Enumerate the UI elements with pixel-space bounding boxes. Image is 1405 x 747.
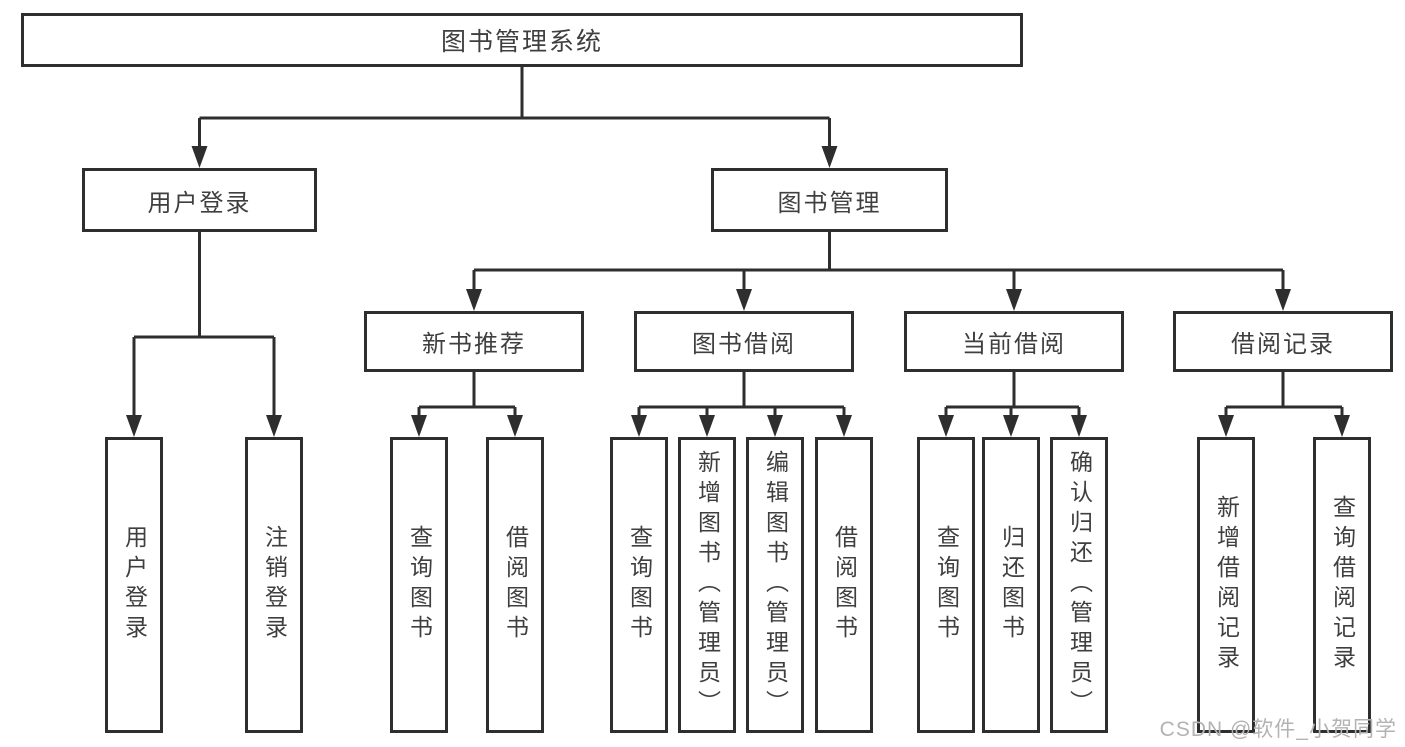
node-current-borrow: 当前借阅 (904, 311, 1124, 372)
leaf-confirm-return-admin: 确认归还（管理员） (1050, 437, 1108, 733)
leaf-logout: 注销登录 (245, 437, 303, 733)
arrow-down-icon (1003, 415, 1019, 437)
node-new-book-recommend: 新书推荐 (364, 311, 584, 372)
connector-user-login-branch (126, 232, 282, 437)
node-user-login-branch: 用户登录 (82, 168, 317, 232)
arrow-down-icon (1275, 289, 1291, 311)
connector-line (1224, 372, 1344, 419)
leaf-user-login: 用户登录 (105, 437, 163, 733)
leaf-add-books-admin-label: 新增图书（管理员） (694, 450, 721, 720)
leaf-query-borrow-record-label: 查询借阅记录 (1329, 495, 1356, 675)
arrow-down-icon (836, 415, 852, 437)
node-book-borrow-label: 图书借阅 (692, 331, 796, 358)
leaf-query-books-borrow-label: 查询图书 (626, 525, 653, 645)
connector-book-mgmt-to-level3 (466, 232, 1291, 311)
arrow-down-icon (1006, 289, 1022, 311)
leaf-logout-label: 注销登录 (261, 525, 288, 645)
node-book-mgmt-branch: 图书管理 (711, 168, 948, 232)
arrow-down-icon (466, 289, 482, 311)
leaf-query-books-current-label: 查询图书 (933, 525, 960, 645)
arrow-down-icon (1218, 415, 1234, 437)
leaf-edit-books-admin: 编辑图书（管理员） (746, 437, 804, 733)
arrow-down-icon (507, 415, 523, 437)
node-current-borrow-label: 当前借阅 (962, 331, 1066, 358)
leaf-query-books-current: 查询图书 (917, 437, 975, 733)
leaf-return-books: 归还图书 (982, 437, 1040, 733)
connector-line (472, 232, 1285, 291)
leaf-query-books-borrow: 查询图书 (610, 437, 668, 733)
leaf-add-borrow-record-label: 新增借阅记录 (1213, 495, 1240, 675)
connector-root-to-level2 (191, 67, 838, 168)
leaf-add-borrow-record: 新增借阅记录 (1197, 437, 1255, 733)
leaf-query-books-recommend-label: 查询图书 (406, 525, 433, 645)
connector-new-book-branch (411, 372, 523, 437)
node-new-book-recommend-label: 新书推荐 (422, 331, 526, 358)
node-borrow-records: 借阅记录 (1173, 311, 1393, 372)
leaf-edit-books-admin-label: 编辑图书（管理员） (762, 450, 789, 720)
leaf-borrow-books-recommend-label: 借阅图书 (502, 525, 529, 645)
node-book-borrow: 图书借阅 (634, 311, 854, 372)
connector-line (132, 232, 276, 419)
connector-current-borrow-branch (938, 372, 1087, 437)
arrow-down-icon (699, 415, 715, 437)
connector-book-borrow-branch (631, 372, 852, 437)
node-book-mgmt-branch-label: 图书管理 (777, 189, 882, 217)
node-root: 图书管理系统 (21, 13, 1023, 67)
leaf-add-books-admin: 新增图书（管理员） (678, 437, 736, 733)
connector-line (417, 372, 517, 419)
arrow-down-icon (736, 289, 752, 311)
csdn-watermark: CSDN @软件_小贺同学 (1159, 718, 1397, 741)
arrow-down-icon (191, 146, 208, 168)
leaf-confirm-return-admin-label: 确认归还（管理员） (1066, 450, 1093, 720)
leaf-user-login-label: 用户登录 (121, 525, 148, 645)
connector-line (637, 372, 846, 419)
node-user-login-branch-label: 用户登录 (147, 189, 252, 217)
connector-borrow-records-branch (1218, 372, 1350, 437)
arrow-down-icon (266, 415, 282, 437)
arrow-down-icon (1071, 415, 1087, 437)
arrow-down-icon (938, 415, 954, 437)
leaf-borrow-books-label: 借阅图书 (831, 525, 858, 645)
arrow-down-icon (821, 146, 838, 168)
arrow-down-icon (631, 415, 647, 437)
leaf-query-borrow-record: 查询借阅记录 (1313, 437, 1371, 733)
node-root-label: 图书管理系统 (440, 28, 603, 56)
leaf-borrow-books-recommend: 借阅图书 (486, 437, 544, 733)
arrow-down-icon (1334, 415, 1350, 437)
leaf-query-books-recommend: 查询图书 (390, 437, 448, 733)
connector-line (198, 67, 831, 148)
arrow-down-icon (411, 415, 427, 437)
node-borrow-records-label: 借阅记录 (1231, 331, 1335, 358)
arrow-down-icon (126, 415, 142, 437)
arrow-down-icon (767, 415, 783, 437)
connector-line (944, 372, 1081, 419)
leaf-borrow-books: 借阅图书 (815, 437, 873, 733)
leaf-return-books-label: 归还图书 (998, 525, 1025, 645)
